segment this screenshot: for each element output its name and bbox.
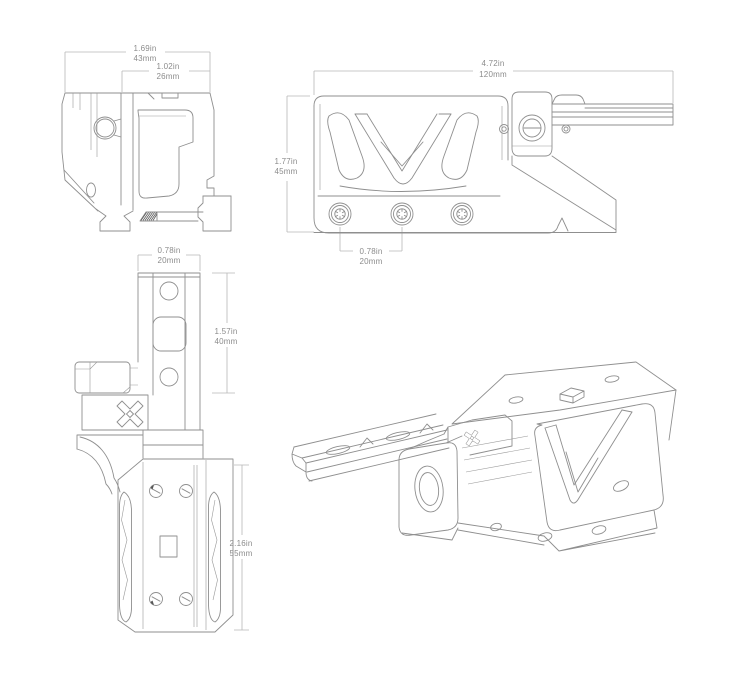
left-wing-rib [327, 112, 365, 180]
front-overall-height-mm-label: 45mm [274, 167, 297, 176]
unity-x-logo [116, 400, 144, 428]
side-serration-strip [119, 491, 132, 623]
left-rail-claw [95, 208, 134, 232]
torx-screw [328, 202, 352, 226]
front-view-outline [313, 91, 674, 234]
small-screw [499, 124, 509, 134]
small-screw [561, 124, 571, 134]
rail-slot [385, 431, 411, 441]
rail-slot [325, 445, 351, 455]
iso-v-brace [544, 409, 633, 504]
body-screw-hole [179, 484, 193, 498]
front-screw-spacing-mm-label: 20mm [359, 257, 382, 266]
top-body-length-mm-label: 55mm [229, 549, 252, 558]
side-view-dimensions: 1.69in 43mm 1.02in 26mm [64, 44, 211, 92]
side-overall-width-mm-label: 43mm [133, 54, 156, 63]
top-rail-length-mm-label: 40mm [214, 337, 237, 346]
side-upper-width-mm-label: 26mm [156, 72, 179, 81]
front-view-dimensions: 4.72in 120mm 1.77in 45mm 0.78in 20mm [274, 59, 674, 266]
flange-hole [613, 480, 629, 492]
top-view-outline [74, 272, 234, 633]
top-rail-width-inch-label: 0.78in [158, 246, 181, 255]
iso-rail-bar [291, 413, 450, 482]
top-rail-width-mm-label: 20mm [157, 256, 180, 265]
iso-knob-block [398, 433, 463, 541]
torx-screw [450, 202, 474, 226]
rail-hole [159, 281, 179, 301]
thumbscrew-knob [74, 361, 149, 431]
right-wing-rib [441, 112, 479, 180]
front-view: 4.72in 120mm 1.77in 45mm 0.78in 20mm [274, 59, 674, 266]
unity-x-logo [463, 429, 481, 447]
rail-square-slot [152, 316, 187, 352]
body-screw-hole [149, 484, 163, 498]
center-square-pocket [159, 535, 178, 558]
flange-hole [591, 525, 607, 535]
isometric-view [291, 361, 677, 552]
clamp-knob [518, 114, 546, 142]
flange-hole [490, 522, 502, 532]
rail-strip [137, 272, 201, 431]
side-small-screw [86, 182, 96, 198]
top-hole [604, 375, 620, 383]
front-screw-spacing-inch-label: 0.78in [360, 247, 383, 256]
top-rail-length-inch-label: 1.57in [215, 327, 238, 336]
v-brace [354, 113, 452, 185]
front-overall-height-inch-label: 1.77in [275, 157, 298, 166]
top-hole [508, 396, 524, 404]
clamp-hook-arm [76, 436, 121, 495]
top-tab [559, 387, 585, 404]
side-view: 1.69in 43mm 1.02in 26mm [61, 44, 232, 232]
front-overall-width-inch-label: 4.72in [482, 59, 505, 68]
side-serration-strip [208, 491, 221, 623]
body-screw-hole [149, 592, 163, 606]
lower-body [117, 458, 234, 633]
top-view-dimensions: 0.78in 20mm 1.57in 40mm 2.16in 55mm [137, 246, 253, 631]
side-lightening-pocket [137, 109, 194, 199]
side-view-outline [61, 92, 232, 232]
right-rail-claw [197, 195, 232, 232]
torx-screw [390, 202, 414, 226]
top-body-length-inch-label: 2.16in [230, 539, 253, 548]
side-upper-width-inch-label: 1.02in [157, 62, 180, 71]
front-overall-width-mm-label: 120mm [479, 70, 507, 79]
clamp-block [499, 91, 571, 157]
body-screw-hole [179, 592, 193, 606]
iso-body [451, 361, 677, 552]
knob-ring [414, 465, 444, 513]
lower-right-wedge [511, 155, 617, 233]
top-view: 0.78in 20mm 1.57in 40mm 2.16in 55mm [74, 246, 253, 633]
rail-bar [551, 94, 674, 126]
rail-hole [159, 367, 179, 387]
flange-hole [537, 532, 553, 542]
v-face-plate [534, 403, 664, 532]
iso-clamp-riser [443, 414, 513, 456]
thread-hatch-block [139, 211, 158, 222]
pivot-lever-circle [93, 116, 117, 140]
side-overall-width-inch-label: 1.69in [134, 44, 157, 53]
knob-body [81, 394, 149, 431]
